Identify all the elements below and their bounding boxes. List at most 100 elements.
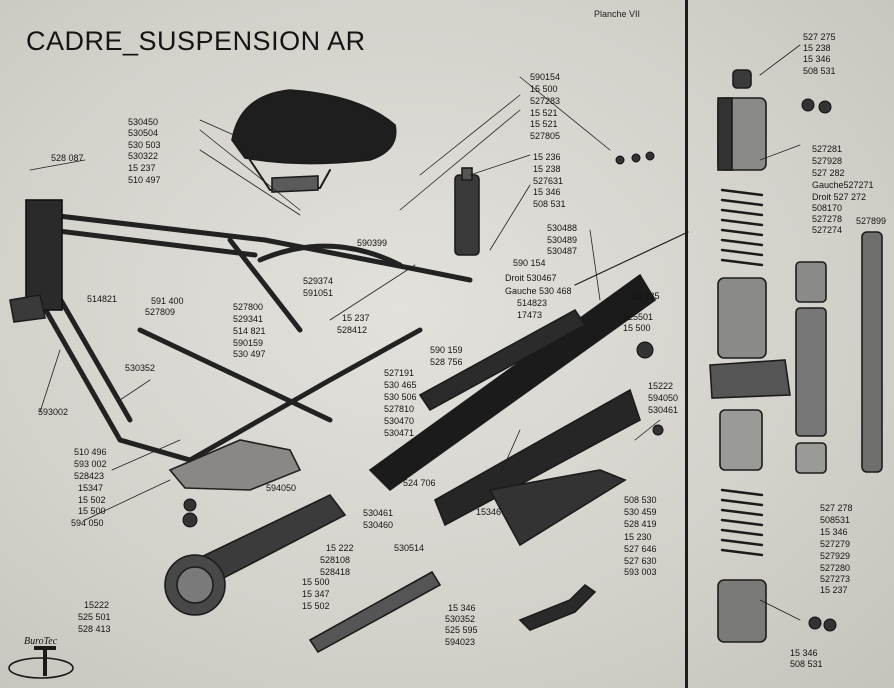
- suspension-column-part: [709, 69, 883, 643]
- part-number-label: 530471: [384, 428, 415, 438]
- part-number-label: 527928: [812, 156, 843, 166]
- part-number-label: 530 465: [384, 380, 417, 390]
- part-number-label: 514821: [87, 294, 118, 304]
- part-number-label: 528418: [320, 567, 351, 577]
- part-number-label: 15 346: [803, 54, 831, 64]
- part-number-label: 594 050: [71, 518, 104, 528]
- part-number-label: 527 282: [812, 168, 845, 178]
- part-number-label: 15346: [476, 507, 502, 517]
- part-number-label: 530504: [128, 128, 159, 138]
- part-number-label: 594050: [266, 483, 297, 493]
- part-number-label: 15 222: [326, 543, 354, 553]
- part-number-label: 514823: [517, 298, 548, 308]
- engine-plate-part: [168, 439, 302, 491]
- part-number-label: 530322: [128, 151, 159, 161]
- part-number-label: 530352: [125, 363, 156, 373]
- part-number-label: 527809: [145, 307, 176, 317]
- part-number-label: 15 237: [342, 313, 370, 323]
- part-number-label: 590154: [530, 72, 561, 82]
- part-number-label: 508 530: [624, 495, 657, 505]
- part-number-label: 508170: [812, 203, 843, 213]
- part-number-label: 15 230: [624, 532, 652, 542]
- part-number-label: 530 506: [384, 392, 417, 402]
- part-number-label: 17473: [517, 310, 543, 320]
- saddle-part: [231, 89, 397, 193]
- part-number-label: 508 531: [790, 659, 823, 669]
- part-number-label: 15 346: [448, 603, 476, 613]
- part-number-label: 527899: [856, 216, 887, 226]
- part-number-label: 15 346: [820, 527, 848, 537]
- part-number-label: 591 400: [151, 296, 184, 306]
- part-number-label: 15 500: [78, 506, 106, 516]
- part-number-label: 528 413: [78, 624, 111, 634]
- part-number-label: 527 630: [624, 556, 657, 566]
- part-number-label: 15 521: [530, 108, 558, 118]
- part-number-label: 527283: [530, 96, 561, 106]
- part-number-label: 525 501: [78, 612, 111, 622]
- part-number-label: 15 235: [632, 291, 660, 301]
- part-number-label: 530460: [363, 520, 394, 530]
- part-number-label: 530 497: [233, 349, 266, 359]
- part-number-label: 528 087: [51, 153, 84, 163]
- part-number-label: 527 278: [820, 503, 853, 513]
- part-number-label: 527191: [384, 368, 415, 378]
- part-number-label: 15222: [84, 600, 110, 610]
- part-number-label: 15 346: [790, 648, 818, 658]
- part-number-label: 514 821: [233, 326, 266, 336]
- part-number-label: 508531: [820, 515, 851, 525]
- part-number-label: 530450: [128, 117, 159, 127]
- part-number-label: 530 503: [128, 140, 161, 150]
- part-number-label: 527805: [530, 131, 561, 141]
- part-number-label: 530470: [384, 416, 415, 426]
- part-number-label: 530352: [445, 614, 476, 624]
- part-number-label: Droit 527 272: [812, 192, 867, 202]
- part-number-label: 510 496: [74, 447, 107, 457]
- part-number-label: 530514: [394, 543, 425, 553]
- part-number-label: 591051: [303, 288, 334, 298]
- brand-name: BuroTec: [24, 636, 58, 647]
- part-number-label: 530487: [547, 246, 578, 256]
- burotec-logo: [8, 646, 74, 679]
- part-number-label: 15 347: [302, 589, 330, 599]
- brake-lever-part: [518, 583, 597, 631]
- part-number-label: 527 646: [624, 544, 657, 554]
- part-number-label: 594023: [445, 637, 476, 647]
- part-number-label: 590 159: [430, 345, 463, 355]
- part-number-label: 527800: [233, 302, 264, 312]
- part-number-label: 528412: [337, 325, 368, 335]
- part-number-label: 15347: [78, 483, 104, 493]
- chain-guard-part: [488, 469, 627, 547]
- swing-arm-part: [368, 273, 657, 527]
- part-number-label: 594050: [648, 393, 679, 403]
- part-number-label: 527281: [812, 144, 843, 154]
- diagram-title: CADRE_SUSPENSION AR: [26, 26, 366, 56]
- part-number-label: 508 531: [533, 199, 566, 209]
- part-number-label: 527280: [820, 563, 851, 573]
- lower-tube-part: [164, 493, 442, 654]
- part-number-label: 527 275: [803, 32, 836, 42]
- shock-absorber-part: [454, 167, 480, 256]
- steering-head-part: [25, 199, 63, 311]
- part-number-label: Gauche 530 468: [505, 286, 572, 296]
- part-number-label: 530 459: [624, 507, 657, 517]
- part-number-label: 15 521: [530, 119, 558, 129]
- part-number-label: 527810: [384, 404, 415, 414]
- part-number-label: 525 595: [445, 625, 478, 635]
- part-number-label: 527273: [820, 574, 851, 584]
- part-number-label: 529341: [233, 314, 264, 324]
- part-number-label: 527278: [812, 214, 843, 224]
- part-number-label: 528 419: [624, 519, 657, 529]
- part-number-label: 590 154: [513, 258, 546, 268]
- part-number-label: Gauche527271: [812, 180, 874, 190]
- part-number-label: Droit 530467: [505, 273, 557, 283]
- part-number-label: 15 238: [803, 43, 831, 53]
- part-number-label: 15 238: [533, 164, 561, 174]
- part-number-label: 530461: [363, 508, 394, 518]
- part-number-label: 590159: [233, 338, 264, 348]
- part-number-label: 15222: [648, 381, 674, 391]
- part-number-label: 15 502: [302, 601, 330, 611]
- part-number-label: 593002: [38, 407, 69, 417]
- vertical-divider: [685, 0, 688, 688]
- part-number-label: 525501: [623, 312, 654, 322]
